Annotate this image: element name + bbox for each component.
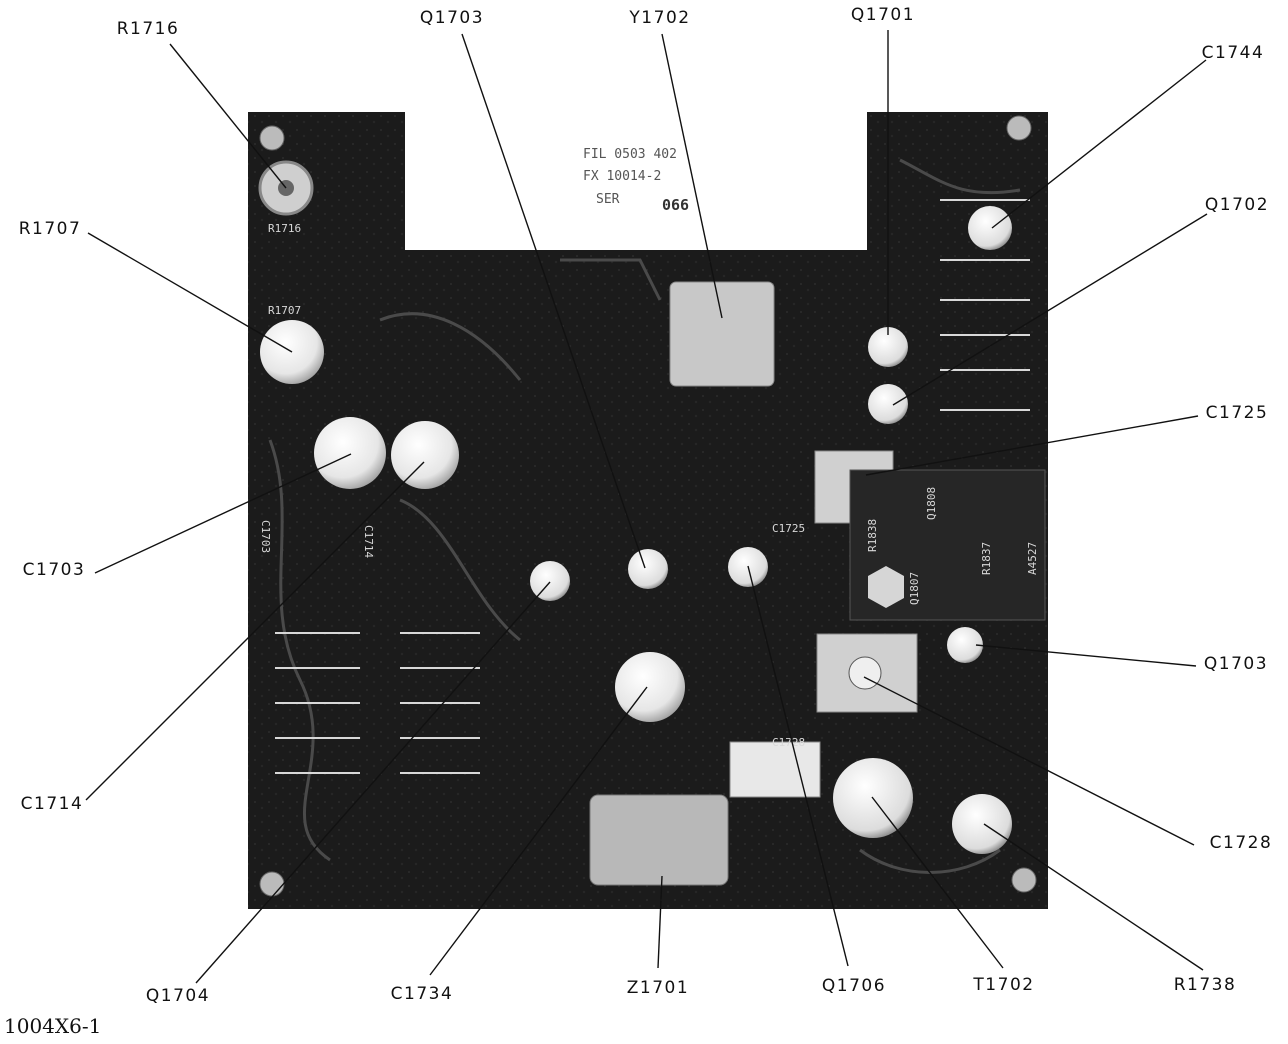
callout-t1702: T1702	[972, 975, 1034, 995]
module-label-line1: FIL 0503 402	[583, 147, 677, 162]
callout-q1701: Q1701	[851, 5, 915, 25]
leader-lines	[85, 30, 1208, 984]
module-label-line2: FX 10014-2	[583, 169, 661, 184]
leader-q1702	[892, 213, 1208, 406]
leader-q1704	[195, 581, 551, 984]
silk-c1703: C1703	[259, 520, 272, 553]
screw-top-left	[259, 125, 285, 151]
leader-z1701	[657, 875, 663, 969]
leader-c1744	[991, 59, 1207, 229]
z1701-filter	[589, 794, 729, 886]
q1703-transistor-center	[628, 549, 668, 589]
pcb-photo: FIL 0503 402 FX 10014-2 SER 066	[248, 98, 1048, 909]
callout-q1706: Q1706	[822, 976, 886, 996]
leader-q1706	[747, 565, 849, 967]
callout-q1703-right: Q1703	[1204, 654, 1268, 674]
leader-q1703-right	[975, 644, 1197, 667]
module-label-serial: 066	[662, 196, 689, 214]
hex-nut	[868, 566, 904, 608]
q1704-transistor	[530, 561, 570, 601]
callout-y1702: Y1702	[628, 8, 690, 28]
c1744-capacitor	[968, 206, 1012, 250]
callout-c1714: C1714	[21, 794, 84, 814]
module-label-line3: SER	[596, 192, 620, 207]
callout-c1728: C1728	[1210, 833, 1273, 853]
leader-r1707	[87, 232, 293, 353]
callout-r1716: R1716	[117, 19, 180, 39]
module-sticker	[405, 98, 867, 250]
c1703-capacitor	[314, 417, 386, 489]
silk-q1807: Q1807	[908, 572, 921, 605]
c1714-capacitor	[391, 421, 459, 489]
leader-y1702	[661, 33, 723, 319]
figure-number: 1004X6-1	[4, 1014, 101, 1038]
screw-top-right	[1006, 115, 1032, 141]
silk-r1716: R1716	[268, 222, 301, 235]
callout-c1703: C1703	[23, 560, 86, 580]
callout-labels: R1716 Q1703 Y1702 Q1701 C1744 R1707 Q170…	[19, 5, 1273, 1006]
leader-c1725	[865, 415, 1199, 476]
leader-r1716	[169, 43, 287, 189]
callout-r1738: R1738	[1174, 975, 1237, 995]
leader-q1703-top	[461, 33, 646, 569]
r1738-pot	[952, 794, 1012, 854]
screw-bottom-right	[1011, 867, 1037, 893]
resistor-array	[275, 199, 1030, 774]
silk-r1707: R1707	[268, 304, 301, 317]
leader-r1738	[983, 823, 1204, 971]
callout-r1707: R1707	[19, 219, 82, 239]
q1702-transistor	[868, 384, 908, 424]
y1702-crystal	[669, 281, 775, 387]
callout-c1725: C1725	[1206, 403, 1269, 423]
callout-q1703-top: Q1703	[420, 8, 484, 28]
q1701-transistor	[868, 327, 908, 367]
c1734-capacitor	[615, 652, 685, 722]
callout-c1744: C1744	[1202, 43, 1265, 63]
leader-c1703	[94, 453, 352, 574]
c1728-trimmer-screw	[848, 656, 882, 690]
leader-c1714	[85, 461, 425, 801]
leader-c1734	[429, 686, 648, 976]
callout-q1702: Q1702	[1205, 195, 1269, 215]
silk-r1837: R1837	[980, 542, 993, 575]
leader-t1702	[871, 796, 1004, 969]
silk-c1714: C1714	[362, 525, 375, 558]
white-block	[729, 741, 821, 798]
silk-r1838: R1838	[866, 519, 879, 552]
callout-c1734: C1734	[391, 984, 454, 1004]
silk-q1808: Q1808	[925, 487, 938, 520]
silk-c1725: C1725	[772, 522, 805, 535]
screw-bottom-left	[259, 871, 285, 897]
pcb-traces	[268, 158, 1021, 874]
silk-c1728: C1728	[772, 736, 805, 749]
q1703-transistor-right	[947, 627, 983, 663]
silk-a4527: A4527	[1026, 542, 1039, 575]
callout-q1704: Q1704	[146, 986, 210, 1006]
leader-c1728	[863, 676, 1195, 846]
callout-z1701: Z1701	[627, 978, 689, 998]
